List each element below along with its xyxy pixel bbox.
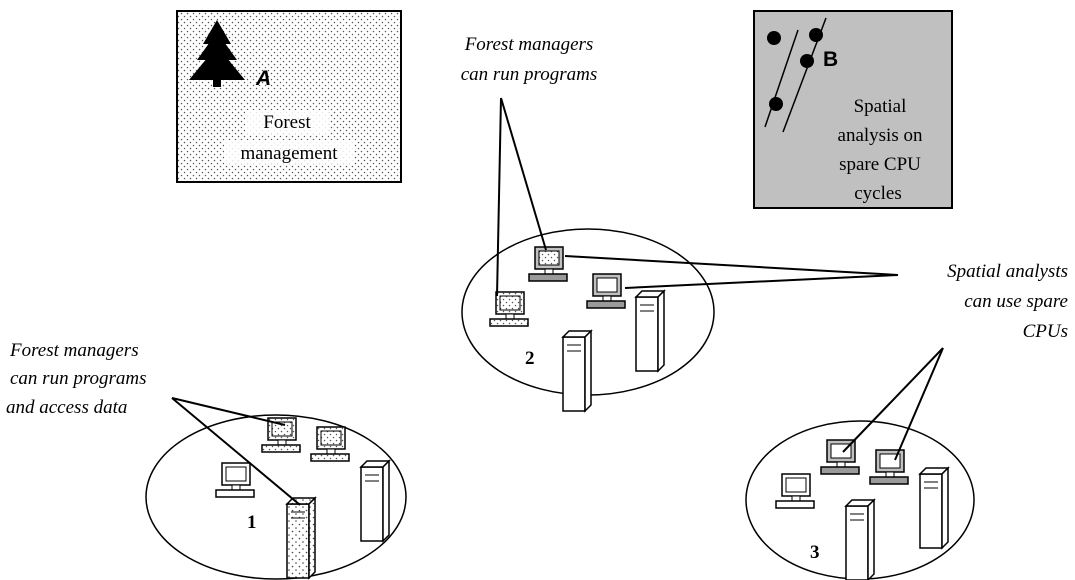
server-icon (919, 467, 949, 549)
annotation-right: Spatial analysts can use spare CPUs (947, 261, 1068, 342)
connector-line (564, 255, 899, 276)
forest-panel-line-1: Forest (263, 112, 311, 133)
computer-icon (775, 473, 815, 509)
computer-icon (215, 462, 255, 498)
computer-icon (489, 291, 529, 327)
annotation-left-line-3: and access data (6, 397, 127, 418)
connector-lines (171, 97, 944, 506)
server-icon (286, 497, 316, 579)
forest-panel-marker: A (255, 67, 271, 90)
cluster-1: 1 (145, 414, 407, 580)
spatial-panel-line-3: spare CPU (839, 154, 921, 175)
forest-management-panel: A Forest management (176, 10, 402, 183)
computer-icon (869, 449, 909, 485)
cluster-2-label: 2 (525, 348, 535, 369)
annotation-left: Forest managers can run programs and acc… (6, 340, 147, 418)
connector-line (842, 347, 944, 453)
server-icon (635, 290, 665, 372)
annotation-right-line-1: Spatial analysts (947, 261, 1068, 282)
spatial-analysis-panel: B Spatial analysis on spare CPU cycles (753, 10, 953, 209)
cluster-1-label: 1 (247, 512, 257, 533)
computer-icon (310, 426, 350, 462)
spatial-panel-marker: B (823, 48, 838, 71)
spatial-panel-line-1: Spatial (854, 96, 907, 117)
annotation-left-line-1: Forest managers (9, 340, 139, 361)
computer-icon (528, 246, 568, 282)
cluster-3-label: 3 (810, 542, 820, 563)
cluster-3: 3 (745, 420, 975, 580)
tree-icon (189, 20, 245, 87)
server-icon (845, 499, 875, 580)
computer-icon (586, 273, 626, 309)
connector-line (171, 397, 301, 506)
spatial-lines-icon (764, 17, 827, 133)
cluster-2: 2 (461, 228, 715, 412)
annotation-top-line-1: Forest managers (464, 34, 594, 55)
connector-line (171, 397, 286, 426)
computer-icon (820, 439, 860, 475)
connector-line (894, 347, 944, 461)
server-icon (562, 330, 592, 412)
annotation-top-line-2: can run programs (461, 64, 598, 85)
spatial-panel-line-4: cycles (854, 183, 901, 204)
annotation-right-line-2: can use spare (964, 291, 1068, 312)
annotation-right-line-3: CPUs (1023, 321, 1068, 342)
spatial-panel-box (753, 10, 953, 209)
spatial-panel-line-2: analysis on (838, 125, 923, 146)
forest-panel-line-2: management (240, 143, 338, 164)
connector-line (500, 97, 547, 251)
annotation-top-center: Forest managers can run programs (461, 34, 598, 85)
annotation-left-line-2: can run programs (10, 368, 147, 389)
connector-line (496, 97, 502, 297)
connector-line (624, 274, 899, 289)
server-icon (360, 460, 390, 542)
